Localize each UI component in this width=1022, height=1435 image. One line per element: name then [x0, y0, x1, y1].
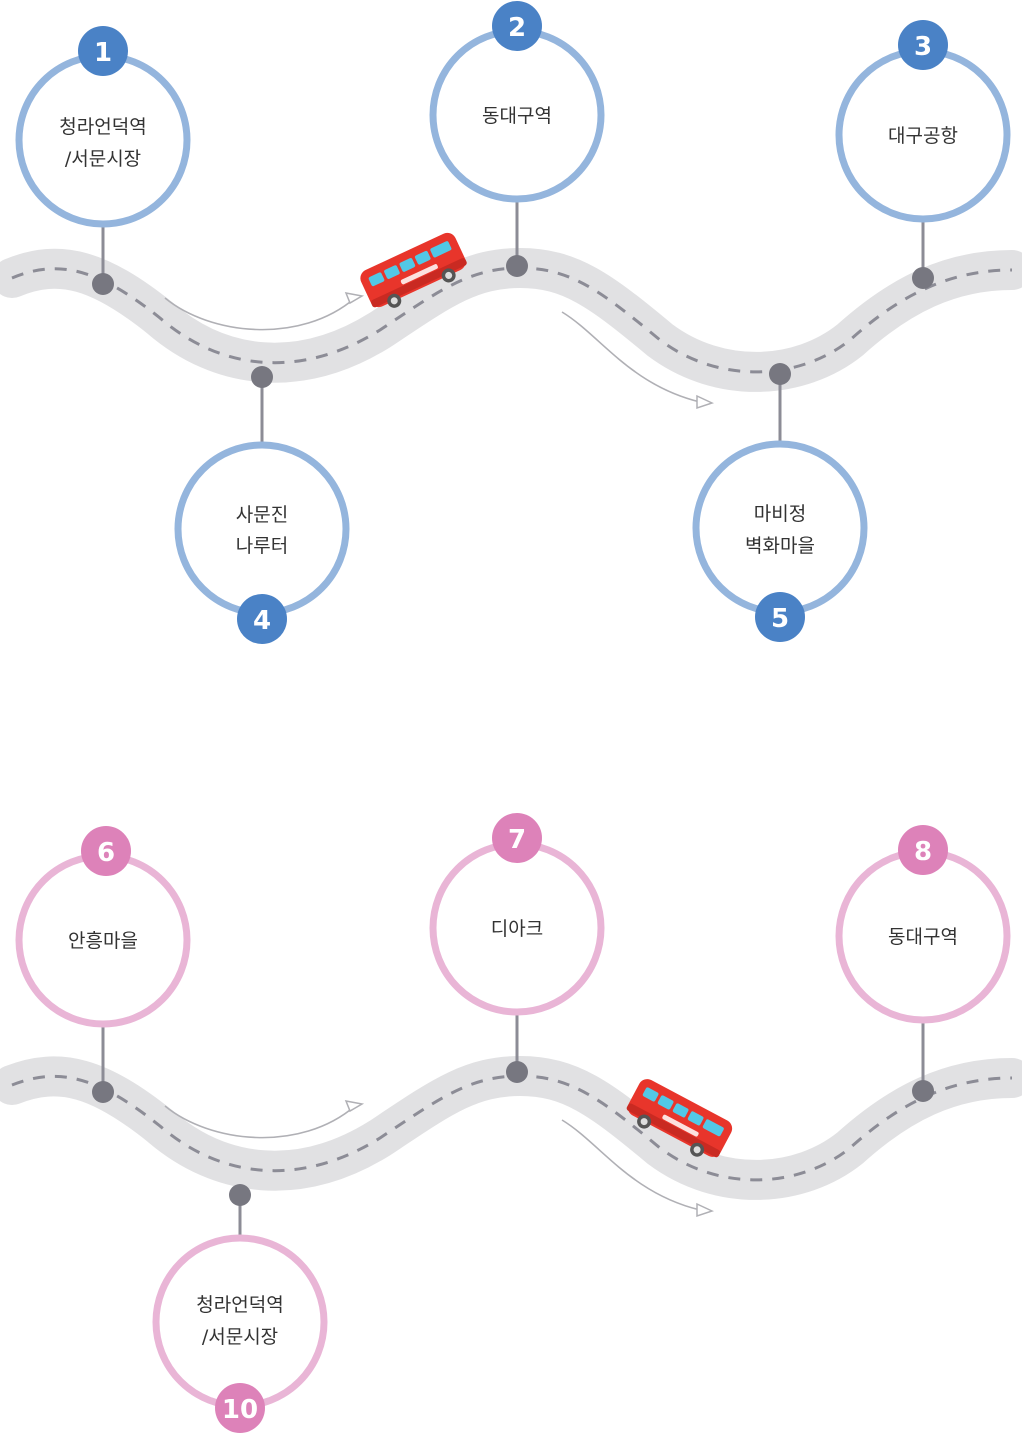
stop-number-badge: [81, 826, 131, 876]
direction-arrow-head: [344, 1100, 365, 1113]
stop-number: 4: [253, 606, 271, 636]
stop-label-line-2: /서문시장: [65, 148, 141, 170]
stop-label-line-1: 마비정: [754, 503, 806, 525]
stop-label-line-1: 대구공항: [888, 125, 958, 147]
stop-4: 사문진 나루터 4: [174, 366, 350, 644]
stop-5: 마비정 벽화마을 5: [692, 363, 868, 642]
stop-number: 6: [97, 838, 115, 868]
stop-number-badge: [755, 592, 805, 642]
direction-arrow: [561, 311, 701, 403]
stop-pin: [506, 1061, 528, 1083]
stop-ring: [174, 441, 350, 617]
stop-number-badge: [78, 26, 128, 76]
stop-number-badge: [237, 594, 287, 644]
stop-pin: [92, 273, 114, 295]
stop-label-line-1: 사문진: [236, 504, 288, 526]
stop-8: 동대구역 8: [835, 825, 1011, 1102]
stop-number-badge: [898, 20, 948, 70]
stop-pin: [229, 1184, 251, 1206]
stop-pin: [912, 1080, 934, 1102]
stop-number: 10: [222, 1395, 258, 1425]
stop-label-line-1: 동대구역: [888, 926, 958, 948]
stop-label-line-1: 안흥마을: [68, 930, 138, 952]
direction-arrow: [164, 297, 356, 331]
stop-label-line-2: /서문시장: [202, 1326, 278, 1348]
stop-number-badge: [492, 813, 542, 863]
stop-7: 디아크 7: [429, 813, 605, 1083]
stop-6: 안흥마을 6: [15, 826, 191, 1103]
stop-3: 대구공항 3: [835, 20, 1011, 289]
direction-arrow-head: [696, 394, 715, 410]
direction-arrow: [164, 1105, 356, 1139]
stop-number: 7: [508, 825, 526, 855]
route-2: 안흥마을 6 디아크 7 동대구역 8 청라언덕역: [0, 813, 1022, 1433]
stop-pin: [92, 1081, 114, 1103]
stop-2: 동대구역 2: [429, 1, 605, 277]
stop-pin: [769, 363, 791, 385]
stop-label-line-1: 청라언덕역: [59, 116, 146, 138]
stop-label-line-2: 벽화마을: [745, 535, 815, 557]
direction-arrow: [561, 1119, 701, 1211]
route-1: 청라언덕역 /서문시장 1 동대구역 2 대구공항 3: [0, 1, 1022, 644]
stop-number: 3: [914, 32, 932, 62]
stop-ring: [15, 52, 191, 228]
stop-label-line-1: 청라언덕역: [196, 1294, 283, 1316]
stop-number-badge: [898, 825, 948, 875]
stop-label-line-2: 나루터: [236, 535, 288, 557]
stop-pin: [251, 366, 273, 388]
stop-label-line-1: 디아크: [491, 918, 543, 940]
direction-arrow-head: [696, 1202, 715, 1218]
stop-10: 청라언덕역 /서문시장 10: [152, 1184, 328, 1433]
stop-1: 청라언덕역 /서문시장 1: [15, 26, 191, 295]
stop-number: 5: [771, 604, 789, 634]
stop-number-badge: [492, 1, 542, 51]
stop-number: 2: [508, 13, 526, 43]
stop-label-line-1: 동대구역: [482, 105, 552, 127]
direction-arrow-head: [344, 292, 365, 305]
stop-pin: [506, 255, 528, 277]
stop-ring: [152, 1234, 328, 1410]
stop-ring: [692, 440, 868, 616]
stop-pin: [912, 267, 934, 289]
stop-number-badge: [215, 1383, 265, 1433]
stop-number: 8: [914, 837, 932, 867]
stop-number: 1: [94, 38, 112, 68]
